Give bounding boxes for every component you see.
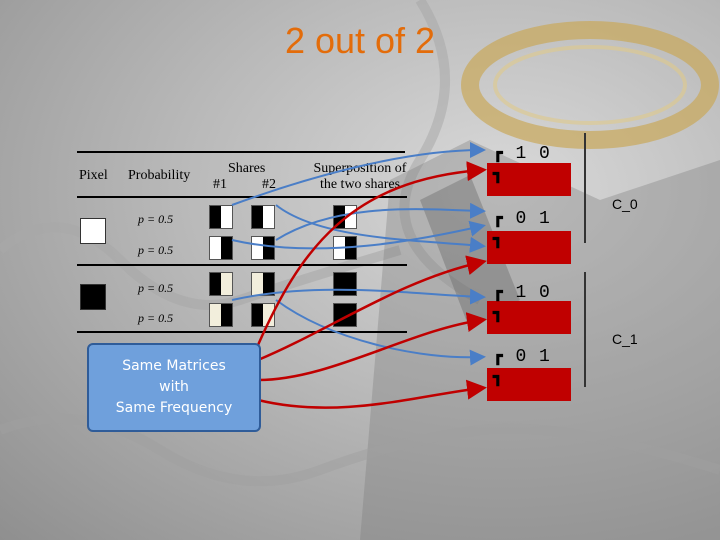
header-probability: Probability (128, 168, 191, 183)
same-matrices-note: Same Matrices with Same Frequency (87, 343, 261, 432)
header-superposition-line2: the two shares (319, 177, 401, 192)
probability-row-4: p = 0.5 (138, 311, 174, 325)
matrix-box-4 (487, 368, 571, 401)
matrix-code-3: 1 0 (515, 283, 551, 303)
matrix-code-4: 0 1 (515, 347, 551, 367)
share1-row1 (209, 205, 233, 229)
matrix-label-3: ┏ 1 0 ┓ (493, 283, 551, 322)
share2-row1 (251, 205, 275, 229)
matrix-code-1: 1 0 (515, 144, 551, 164)
table-rule-middle (77, 264, 407, 266)
matrix-box-2 (487, 231, 571, 264)
header-share-1: #1 (213, 177, 227, 192)
superposition-row4 (333, 303, 357, 327)
black-pixel (80, 284, 106, 310)
group-bracket-c0 (584, 133, 586, 243)
matrix-box-3 (487, 301, 571, 334)
slide-title: 2 out of 2 (284, 20, 436, 61)
matrix-box-1 (487, 163, 571, 196)
note-line2: with (159, 379, 189, 395)
note-line3: Same Frequency (115, 400, 233, 416)
share2-row4 (251, 303, 275, 327)
matrix-label-1: ┏ 1 0 ┓ (493, 144, 551, 183)
share1-row4 (209, 303, 233, 327)
superposition-row1 (333, 205, 357, 229)
superposition-row2 (333, 236, 357, 260)
share2-row3 (251, 272, 275, 296)
group-label-c1: C_1 (612, 331, 638, 347)
matrix-label-2: ┏ 0 1 ┓ (493, 209, 551, 248)
matrix-label-4: ┏ 0 1 ┓ (493, 347, 551, 386)
share2-row2 (251, 236, 275, 260)
note-line1: Same Matrices (122, 358, 226, 374)
header-pixel: Pixel (79, 168, 108, 183)
group-bracket-c1 (584, 272, 586, 387)
share1-row3 (209, 272, 233, 296)
header-share-2: #2 (262, 177, 276, 192)
matrix-code-2: 0 1 (515, 209, 551, 229)
share1-row2 (209, 236, 233, 260)
white-pixel (80, 218, 106, 244)
table-rule-top (77, 151, 405, 153)
header-superposition-line1: Superposition of (313, 161, 407, 176)
group-label-c0: C_0 (612, 196, 638, 212)
probability-row-3: p = 0.5 (138, 281, 174, 295)
superposition-row3 (333, 272, 357, 296)
header-shares: Shares (228, 161, 266, 176)
probability-row-2: p = 0.5 (138, 243, 174, 257)
header-superposition: Superposition of the two shares (300, 161, 420, 193)
table-rule-bottom (77, 331, 407, 333)
table-rule-header (77, 196, 407, 198)
probability-row-1: p = 0.5 (138, 212, 174, 226)
